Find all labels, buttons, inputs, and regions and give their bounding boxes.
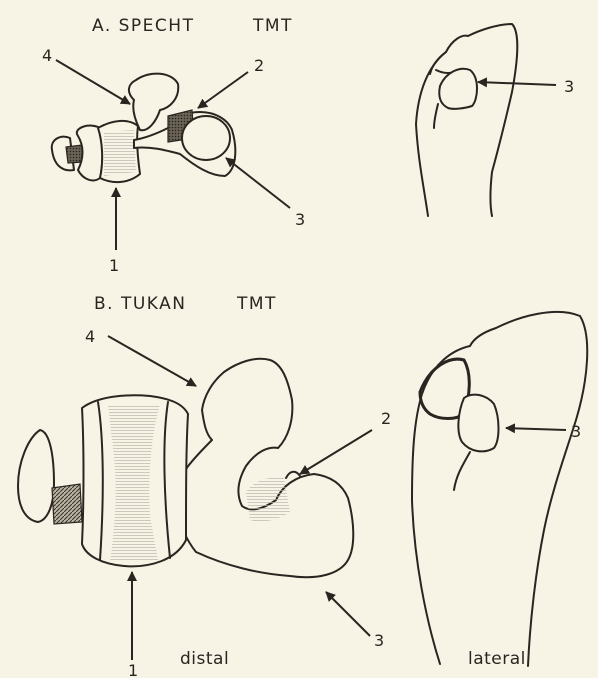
trochlea-2-shading-b <box>246 478 290 522</box>
lateral-trochlea-b <box>458 395 498 452</box>
label-3-a: 3 <box>295 210 305 229</box>
panel-a: A. SPECHT TMT <box>42 16 574 275</box>
arrow-3-lateral-a <box>478 82 556 85</box>
panel-b: B. TUKAN TMT 4 <box>18 294 587 678</box>
caption-lateral: lateral <box>468 649 526 669</box>
label-3-lateral-b: 3 <box>571 422 581 441</box>
label-3-b: 3 <box>374 631 384 650</box>
label-4-b: 4 <box>85 327 95 346</box>
panel-b-bone: TMT <box>236 294 277 314</box>
panel-a-lateral-view <box>416 24 517 216</box>
lateral-ridge-a <box>434 104 438 128</box>
label-3-lateral-a: 3 <box>564 77 574 96</box>
trochlea-small-b <box>18 430 54 522</box>
body-b <box>170 359 353 577</box>
lateral-outline-a <box>416 24 517 216</box>
lateral-ridge-b <box>454 452 470 490</box>
label-1-a: 1 <box>109 256 119 275</box>
arrow-4-b <box>108 336 196 386</box>
panel-b-distal-view <box>18 359 353 577</box>
caption-distal: distal <box>180 649 229 669</box>
trochlea-3-a <box>182 116 230 160</box>
arrow-2-a <box>198 72 248 108</box>
arrow-2-b <box>300 430 372 474</box>
label-1-b: 1 <box>128 661 138 678</box>
panel-a-title: A. SPECHT <box>92 16 194 36</box>
inter-trochlear-b <box>52 484 82 524</box>
label-4-a: 4 <box>42 46 52 65</box>
arrow-3-lateral-b <box>506 428 566 430</box>
label-2-b: 2 <box>381 409 391 428</box>
trochlea-shading-a <box>104 130 136 176</box>
arrow-3-a <box>226 158 290 208</box>
lateral-trochlea-a <box>439 69 477 109</box>
panel-a-distal-view <box>52 74 236 182</box>
arrow-3-b <box>326 592 370 636</box>
panel-b-lateral-view <box>412 312 587 666</box>
notch-b <box>286 472 300 478</box>
panel-a-bone: TMT <box>252 16 293 36</box>
label-2-a: 2 <box>254 56 264 75</box>
arrow-4-a <box>56 60 130 104</box>
panel-b-title: B. TUKAN <box>94 294 187 314</box>
